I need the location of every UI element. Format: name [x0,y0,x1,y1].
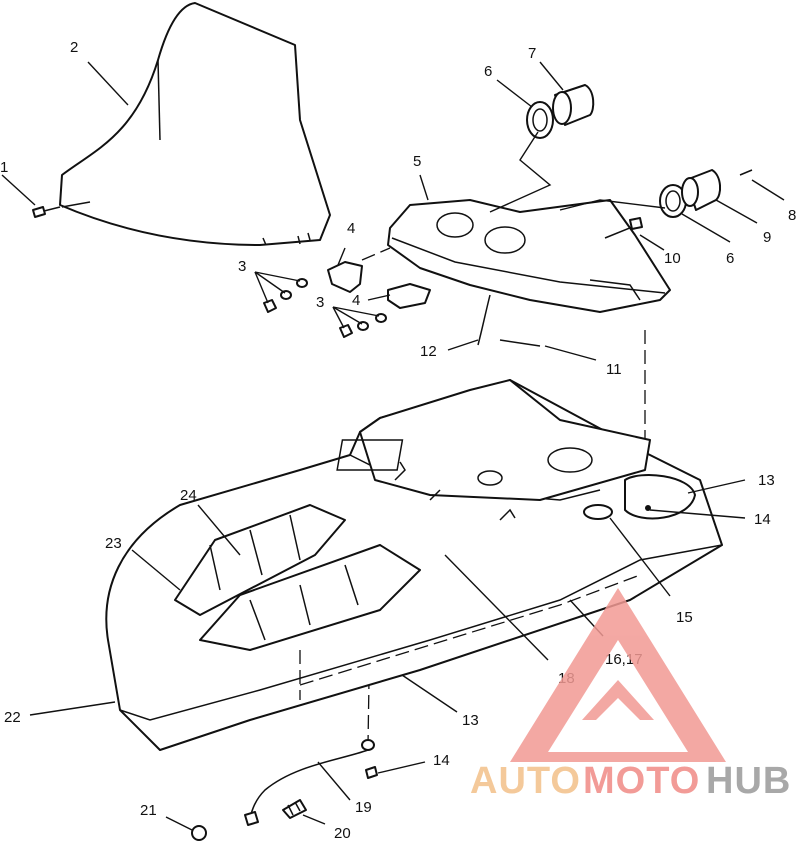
hood-vents [174,504,421,651]
callout-14: 14 [754,511,771,528]
callout-19: 19 [355,799,372,816]
automotohub-watermark: AUTO MOTO HUB [470,588,791,802]
callout-1: 1 [0,159,8,176]
callout-21: 21 [140,802,157,819]
dash-panel [387,199,671,313]
callout-13: 13 [462,712,479,729]
callout-11: 11 [606,361,622,378]
callout-6: 6 [484,63,492,80]
watermark-moto: MOTO [583,760,700,802]
nut-21 [165,816,207,841]
callout-8: 8 [788,207,796,224]
callout-23: 23 [105,535,122,552]
callout-4: 4 [352,292,360,309]
windshield [59,2,331,246]
callout-10: 10 [664,250,681,267]
callout-13: 13 [758,472,775,489]
callout-22: 22 [4,709,21,726]
screw-14-lower [365,761,426,779]
cable-and-pin [447,294,597,361]
screw-20 [282,799,326,825]
callout-labels: 1 2 3 3 4 4 5 6 7 6 8 9 10 11 12 13 14 1… [0,39,796,842]
callout-7: 7 [528,45,536,62]
callout-9: 9 [763,229,771,246]
watermark-hub: HUB [706,760,791,802]
callout-2: 2 [70,39,78,56]
gauge-right [559,169,753,218]
dash-bolt [604,217,665,251]
callout-5: 5 [413,153,421,170]
gauge-left [489,84,595,213]
callout-14: 14 [433,752,450,769]
windshield-screw [32,201,91,218]
callout-12: 12 [420,343,437,360]
callout-20: 20 [334,825,351,842]
callout-6: 6 [726,250,734,267]
tether-cable [244,739,375,826]
callout-24: 24 [180,487,197,504]
callout-4: 4 [347,220,355,237]
callout-15: 15 [676,609,693,626]
watermark-triangle-logo [510,588,726,762]
hood-console [336,379,696,521]
mount-brackets [254,247,431,338]
callout-3: 3 [238,258,246,275]
watermark-auto: AUTO [470,760,581,802]
callout-3: 3 [316,294,324,311]
hood-slot [583,504,671,597]
